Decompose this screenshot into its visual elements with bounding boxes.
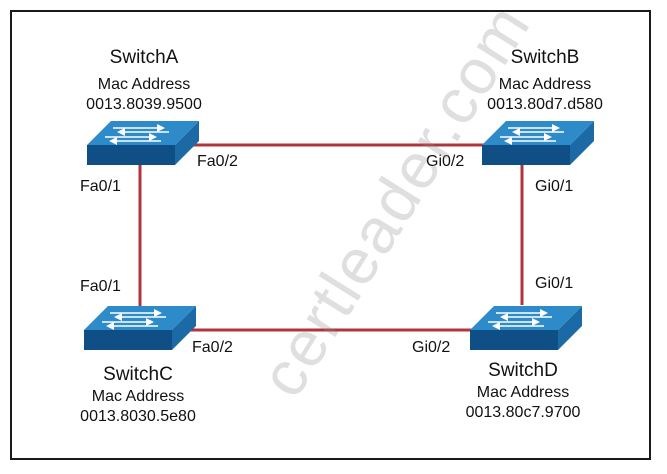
switch-d-mac-label: Mac Address [476, 384, 570, 401]
port-c-fa0-2: Fa0/2 [192, 339, 233, 356]
switch-a-icon [87, 121, 199, 165]
switch-b-name: SwitchB [510, 47, 580, 68]
diagram-frame [10, 10, 651, 460]
port-d-gi0-2: Gi0/2 [412, 339, 451, 356]
switch-b-mac-label: Mac Address [498, 76, 592, 93]
switch-a-name: SwitchA [109, 47, 179, 68]
port-a-fa0-2: Fa0/2 [197, 153, 238, 170]
switch-d-name: SwitchD [488, 360, 558, 381]
switch-c-mac-label: Mac Address [91, 388, 185, 405]
switch-b-icon [482, 121, 594, 165]
switch-a-mac-label: Mac Address [97, 76, 191, 93]
switch-c-name: SwitchC [103, 364, 173, 385]
switch-a-mac: 0013.8039.9500 [86, 96, 202, 113]
switch-d-icon [470, 306, 582, 350]
port-a-fa0-1: Fa0/1 [80, 178, 121, 195]
switch-c-mac: 0013.8030.5e80 [80, 408, 196, 425]
port-d-gi0-1: Gi0/1 [535, 275, 574, 292]
port-c-fa0-1: Fa0/1 [80, 278, 121, 295]
port-b-gi0-1: Gi0/1 [535, 178, 574, 195]
port-b-gi0-2: Gi0/2 [426, 153, 465, 170]
switch-c-icon [84, 306, 196, 350]
switch-b-mac: 0013.80d7.d580 [487, 96, 603, 113]
switch-d-mac: 0013.80c7.9700 [465, 404, 581, 421]
